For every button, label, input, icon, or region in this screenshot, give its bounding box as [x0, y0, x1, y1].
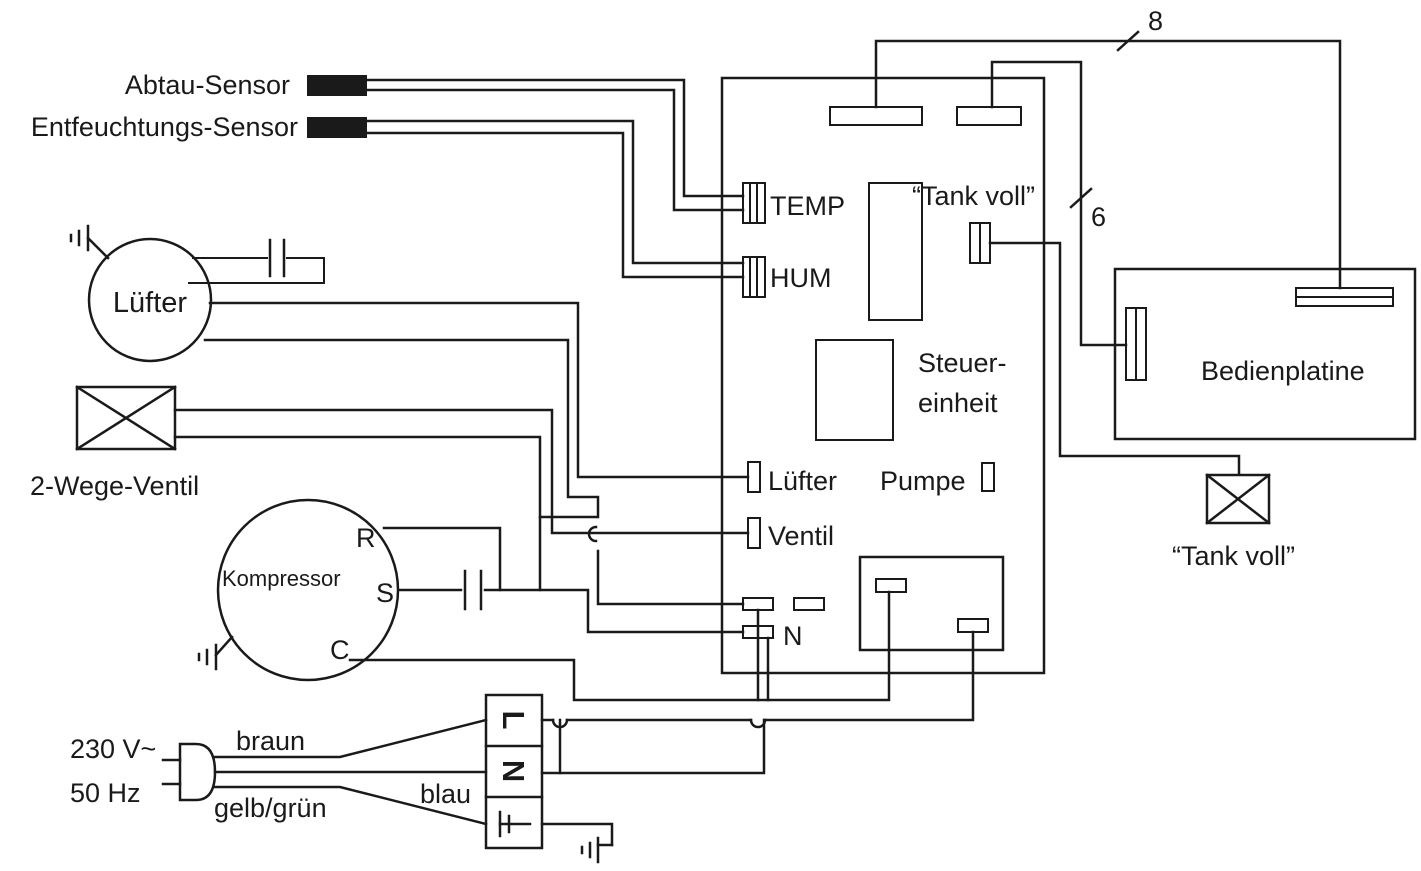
terminal-n-label: N: [496, 760, 531, 782]
bedienplatine-label: Bedienplatine: [1201, 356, 1365, 386]
ground-icon-luefter: [69, 224, 110, 260]
entfeuchtungs-sensor-label: Entfeuchtungs-Sensor: [31, 112, 298, 142]
temp-connector: [742, 182, 766, 224]
luefter-motor: [87, 237, 213, 363]
ventil-conn-label: Ventil: [768, 521, 834, 551]
terminal-r-label: R: [356, 523, 376, 553]
terminal-block: [484, 693, 544, 850]
wire-blau-label: blau: [420, 779, 471, 809]
bus-8-label: 8: [1148, 6, 1163, 36]
tank-voll-board-label: “Tank voll”: [912, 181, 1035, 211]
terminal-l-label: L: [496, 711, 531, 730]
pumpe-label: Pumpe: [880, 466, 966, 496]
psu-connector-1: [875, 578, 907, 593]
kompressor-motor: [216, 498, 400, 682]
ground-icon-terminal: [498, 810, 532, 838]
ventil-connector: [747, 517, 761, 549]
mains-plug-icon: [178, 742, 217, 802]
voltage-label: 230 V~: [70, 734, 156, 764]
ventil-valve-label: 2-Wege-Ventil: [30, 471, 199, 501]
bus6-connector-board: [956, 106, 1022, 126]
luefter-connector: [747, 461, 761, 493]
wire-braun-label: braun: [236, 726, 305, 756]
ground-icon-kompressor: [197, 635, 234, 671]
wire-gelbgruen-label: gelb/grün: [214, 793, 327, 823]
hum-connector: [742, 256, 766, 298]
steuer-label-1: Steuer-: [918, 348, 1007, 378]
tank-voll-switch-label: “Tank voll”: [1172, 541, 1295, 571]
ground-icon-bottom: [580, 836, 614, 864]
live-connector: [742, 597, 774, 611]
bus8-connector-board: [829, 106, 923, 126]
entfeuchtungs-sensor-icon: [307, 117, 367, 138]
abtau-sensor-icon: [307, 75, 367, 96]
luefter-motor-label: Lüfter: [113, 287, 187, 319]
neutral-n-label: N: [783, 621, 803, 651]
psu-connector-2: [957, 618, 989, 633]
temp-label: TEMP: [770, 191, 845, 221]
chip-component: [815, 339, 894, 441]
terminal-c-label: C: [330, 635, 350, 665]
power-supply-box: [858, 555, 1005, 652]
terminal-s-label: S: [376, 578, 394, 608]
frequency-label: 50 Hz: [70, 778, 141, 808]
hum-label: HUM: [770, 263, 832, 293]
relay-component: [868, 182, 923, 321]
bus-6-label: 6: [1091, 202, 1106, 232]
spare-connector: [793, 597, 825, 611]
steuer-label-2: einheit: [918, 388, 998, 418]
pumpe-connector: [981, 462, 995, 492]
luefter-conn-label: Lüfter: [768, 466, 837, 496]
abtau-sensor-label: Abtau-Sensor: [125, 70, 290, 100]
kompressor-label: Kompressor: [222, 566, 341, 591]
